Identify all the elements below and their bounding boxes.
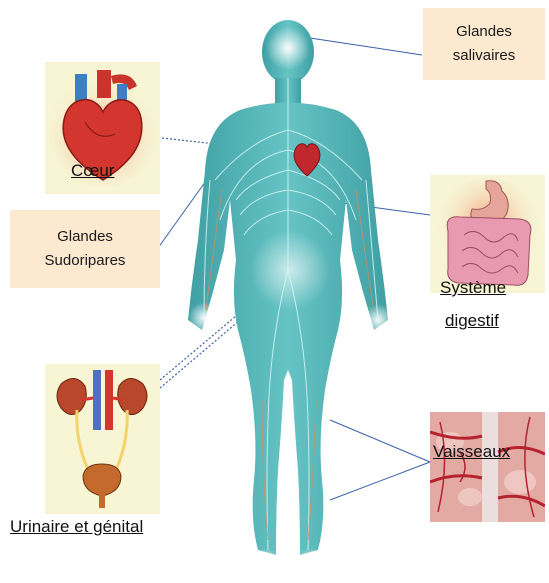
- label-salivary: Glandes salivaires: [423, 8, 545, 80]
- urinary-panel: [45, 364, 160, 514]
- label-sweat: Glandes Sudoripares: [10, 210, 160, 288]
- digestive-label-line1: Système: [440, 277, 506, 299]
- vessels-panel: [430, 412, 545, 522]
- label-salivary-line1: Glandes: [456, 20, 512, 44]
- vessels-label: Vaisseaux: [433, 441, 510, 463]
- kidney-bladder-icon: [45, 364, 160, 514]
- body-heart-icon: [292, 138, 322, 178]
- blood-vessels-icon: [430, 412, 545, 522]
- digestive-panel: [430, 175, 545, 293]
- label-sweat-line1: Glandes: [57, 225, 113, 249]
- stomach-intestine-icon: [430, 175, 545, 293]
- label-sweat-line2: Sudoripares: [45, 249, 126, 273]
- heart-label: Cœur: [71, 160, 114, 182]
- urinary-label: Urinaire et génital: [10, 516, 143, 538]
- label-salivary-line2: salivaires: [453, 44, 516, 68]
- digestive-label-line2: digestif: [445, 310, 499, 332]
